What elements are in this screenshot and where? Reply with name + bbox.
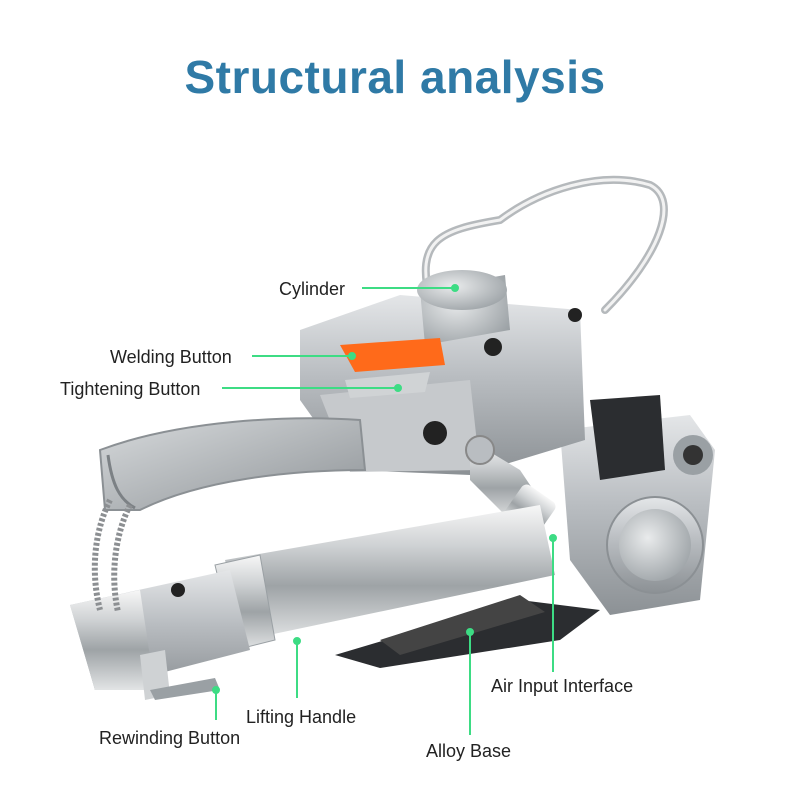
label-tightening-button: Tightening Button xyxy=(60,379,201,399)
grip-handle xyxy=(98,417,367,511)
rear-housing xyxy=(560,395,715,615)
label-air-input-interface: Air Input Interface xyxy=(491,676,634,696)
label-alloy-base: Alloy Base xyxy=(426,741,512,761)
label-lifting-handle: Lifting Handle xyxy=(246,707,357,727)
leader-lines xyxy=(212,284,557,735)
label-cylinder: Cylinder xyxy=(279,279,346,299)
label-welding-button: Welding Button xyxy=(110,347,232,367)
label-rewinding-button: Rewinding Button xyxy=(99,728,241,748)
page-title: Structural analysis xyxy=(184,51,606,103)
upper-housing xyxy=(300,270,585,475)
coil-spring xyxy=(91,498,133,613)
